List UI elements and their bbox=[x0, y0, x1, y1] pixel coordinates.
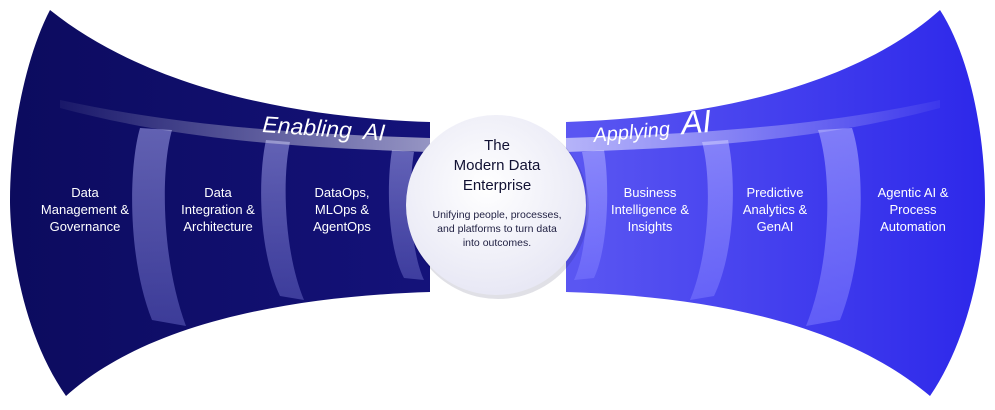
segment-data-integration-architecture: Data Integration & Architecture bbox=[164, 184, 272, 235]
segment-agentic-ai-process-automation: Agentic AI & Process Automation bbox=[850, 184, 976, 235]
segment-data-management-governance: Data Management & Governance bbox=[30, 184, 140, 235]
segment-business-intelligence-insights: Business Intelligence & Insights bbox=[600, 184, 700, 235]
segment-dataops-mlops-agentops: DataOps, MLOps & AgentOps bbox=[296, 184, 388, 235]
center-subtitle: Unifying people, processes, and platform… bbox=[424, 208, 570, 250]
segment-predictive-analytics-genai: Predictive Analytics & GenAI bbox=[722, 184, 828, 235]
center-title: The Modern Data Enterprise bbox=[426, 136, 568, 196]
